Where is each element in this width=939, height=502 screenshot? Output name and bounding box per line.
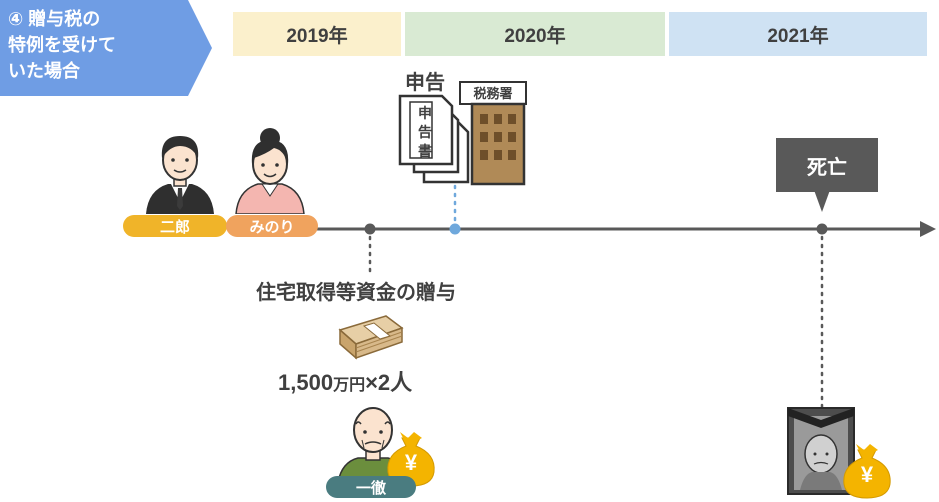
minori-name-pill: みのり <box>226 215 318 237</box>
year-2021: 2021年 <box>669 12 927 56</box>
filing-label: 申告 <box>405 72 445 94</box>
gift-title: 住宅取得等資金の贈与 <box>256 282 456 304</box>
timeline-arrowhead <box>920 221 936 237</box>
filing-dot <box>449 223 461 235</box>
memorial-coin-symbol: ¥ <box>860 462 874 487</box>
jiro-name-pill: 二郎 <box>123 215 227 237</box>
year-2020: 2020年 <box>405 12 665 56</box>
gift-amount-value: 1,500 <box>278 370 334 395</box>
year-2019: 2019年 <box>233 12 401 56</box>
death-dot <box>816 223 828 235</box>
gift-dot <box>364 223 376 235</box>
jiro-avatar-icon <box>146 136 214 214</box>
death-callout-pointer <box>814 190 830 212</box>
tax-form-icon <box>398 94 470 184</box>
issei-coin-symbol: ¥ <box>404 450 418 475</box>
gift-amount-unit: 万円 <box>333 377 366 394</box>
cash-bundle-icon <box>338 315 404 360</box>
section-badge-text: ④ 贈与税の 特例を受けて いた場合 <box>8 9 116 81</box>
death-label-box: 死亡 <box>776 138 878 192</box>
memorial-money-bag-icon <box>843 444 891 499</box>
tax-form-text: 申 告 書 <box>418 105 432 159</box>
section-badge <box>0 0 212 96</box>
tax-office-label: 税務署 <box>473 86 513 101</box>
tax-office-building-icon <box>459 81 527 186</box>
issei-name-pill: 一徹 <box>326 476 416 498</box>
gift-amount: 1,500万円×2人 <box>278 365 412 397</box>
gift-amount-multiplier: ×2人 <box>365 370 413 395</box>
minori-avatar-icon <box>235 128 305 214</box>
memorial-portrait-icon <box>787 407 855 495</box>
